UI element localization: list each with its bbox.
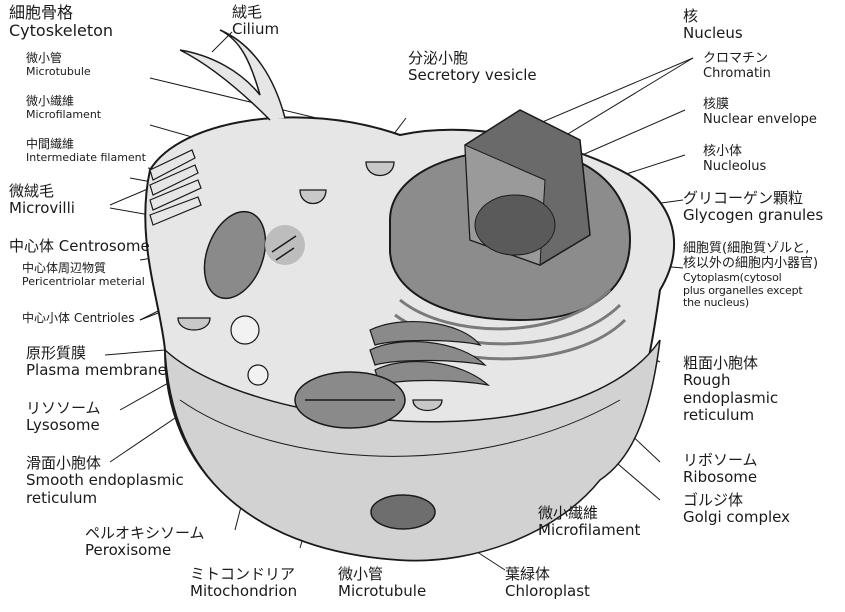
label-centrioles: 中心小体 Centrioles: [22, 312, 134, 326]
label-mitochondrion: ミトコンドリア Mitochondrion: [190, 566, 297, 601]
label-centrosome: 中心体 Centrosome: [9, 238, 150, 255]
label-plasma-membrane: 原形質膜 Plasma membrane: [26, 345, 167, 380]
label-peroxisome: ペルオキシソーム Peroxisome: [85, 525, 205, 560]
label-chromatin: クロマチン Chromatin: [703, 52, 771, 82]
label-microvilli: 微絨毛 Microvilli: [9, 183, 75, 218]
label-cytoskeleton: 細胞骨格 Cytoskeleton: [9, 4, 113, 41]
label-nucleolus: 核小体 Nucleolus: [703, 145, 766, 175]
label-microtubule-bottom: 微小管 Microtubule: [338, 566, 426, 601]
label-intermediate-filament: 中間繊維 Intermediate filament: [26, 138, 146, 164]
label-secretory-vesicle: 分泌小胞 Secretory vesicle: [408, 50, 537, 85]
label-chloroplast: 葉緑体 Chloroplast: [505, 566, 590, 601]
label-microfilament-bottom: 微小繊維 Microfilament: [538, 505, 640, 540]
label-glycogen: グリコーゲン顆粒 Glycogen granules: [683, 190, 823, 225]
label-cytoplasm: 細胞質(細胞質ゾルと, 核以外の細胞内小器官) Cytoplasm(cytoso…: [683, 242, 818, 310]
label-ribosome: リボソーム Ribosome: [683, 452, 758, 487]
label-lysosome: リソソーム Lysosome: [26, 400, 101, 435]
label-cilium: 絨毛 Cilium: [232, 4, 279, 39]
label-smooth-er: 滑面小胞体 Smooth endoplasmic reticulum: [26, 455, 184, 507]
label-golgi: ゴルジ体 Golgi complex: [683, 492, 790, 527]
label-microtubule-top: 微小管 Microtubule: [26, 52, 91, 78]
centrosome-shape: [265, 225, 305, 265]
label-nuclear-envelope: 核膜 Nuclear envelope: [703, 98, 817, 128]
label-rough-er: 粗面小胞体 Rough endoplasmic reticulum: [683, 355, 778, 424]
chloroplast-shape: [371, 495, 435, 529]
label-nucleus: 核 Nucleus: [683, 8, 743, 43]
label-pericentriolar: 中心体周辺物質 Pericentriolar meterial: [22, 262, 145, 288]
cilium-shape: [180, 30, 285, 120]
label-microfilament-top: 微小繊維 Microfilament: [26, 95, 101, 121]
